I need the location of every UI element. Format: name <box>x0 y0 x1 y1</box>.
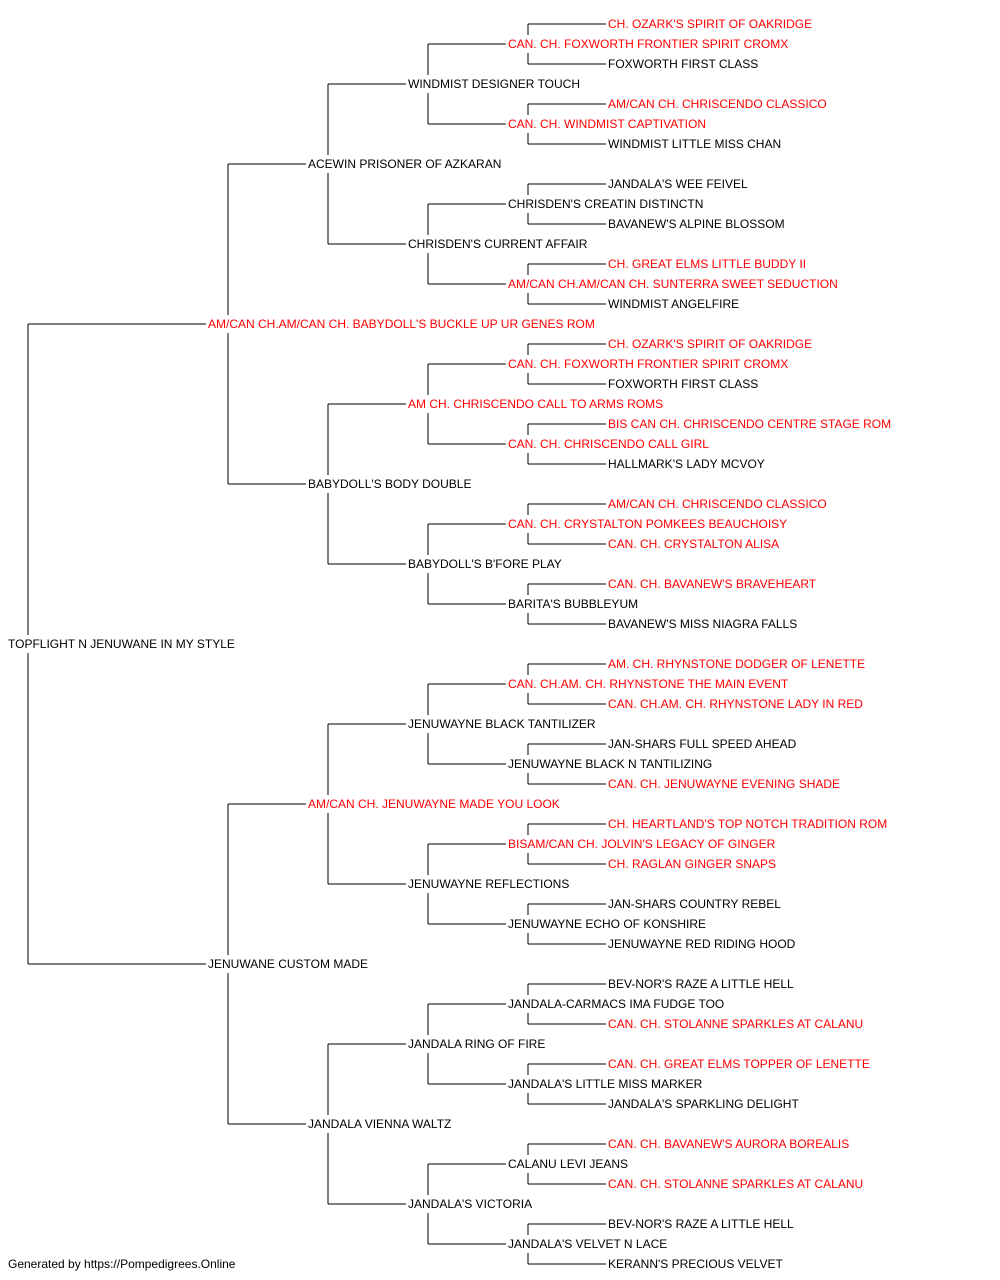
ancestor-name: CH. OZARK'S SPIRIT OF OAKRIDGE <box>608 17 812 31</box>
ancestor-name: CH. HEARTLAND'S TOP NOTCH TRADITION ROM <box>608 817 887 831</box>
ancestor-name: JENUWAYNE ECHO OF KONSHIRE <box>508 917 706 931</box>
ancestor-name: BAVANEW'S MISS NIAGRA FALLS <box>608 617 797 631</box>
ancestor-name: JAN-SHARS FULL SPEED AHEAD <box>608 737 797 751</box>
ancestor-name: BABYDOLL'S B'FORE PLAY <box>408 557 562 571</box>
ancestor-name: JAN-SHARS COUNTRY REBEL <box>608 897 781 911</box>
ancestor-name: FOXWORTH FIRST CLASS <box>608 377 758 391</box>
ancestor-name: BABYDOLL'S BODY DOUBLE <box>308 477 471 491</box>
ancestor-name: JANDALA'S VICTORIA <box>408 1197 532 1211</box>
ancestor-name: JENUWANE CUSTOM MADE <box>208 957 368 971</box>
ancestor-name: CAN. CH. FOXWORTH FRONTIER SPIRIT CROMX <box>508 357 788 371</box>
ancestor-name: CAN. CH. WINDMIST CAPTIVATION <box>508 117 706 131</box>
ancestor-name: CAN. CH. CRYSTALTON ALISA <box>608 537 779 551</box>
ancestor-name: FOXWORTH FIRST CLASS <box>608 57 758 71</box>
ancestor-name: BAVANEW'S ALPINE BLOSSOM <box>608 217 785 231</box>
ancestor-name: CAN. CH.AM. CH. RHYNSTONE THE MAIN EVENT <box>508 677 789 691</box>
footer-credit: Generated by https://Pompedigrees.Online <box>8 1257 236 1271</box>
ancestor-name: AM/CAN CH. CHRISCENDO CLASSICO <box>608 97 827 111</box>
ancestor-name: BISAM/CAN CH. JOLVIN'S LEGACY OF GINGER <box>508 837 776 851</box>
ancestor-name: CAN. CH. BAVANEW'S AURORA BOREALIS <box>608 1137 849 1151</box>
ancestor-name: BEV-NOR'S RAZE A LITTLE HELL <box>608 977 794 991</box>
ancestor-name: CH. OZARK'S SPIRIT OF OAKRIDGE <box>608 337 812 351</box>
ancestor-name: CAN. CH. BAVANEW'S BRAVEHEART <box>608 577 817 591</box>
ancestor-name: CH. RAGLAN GINGER SNAPS <box>608 857 776 871</box>
ancestor-name: AM/CAN CH. JENUWAYNE MADE YOU LOOK <box>308 797 560 811</box>
ancestor-name: CAN. CH.AM. CH. RHYNSTONE LADY IN RED <box>608 697 863 711</box>
ancestor-name: JANDALA'S LITTLE MISS MARKER <box>508 1077 703 1091</box>
ancestor-name: CH. GREAT ELMS LITTLE BUDDY II <box>608 257 806 271</box>
ancestor-name: CHRISDEN'S CURRENT AFFAIR <box>408 237 588 251</box>
ancestor-name: JANDALA-CARMACS IMA FUDGE TOO <box>508 997 724 1011</box>
ancestor-name: CAN. CH. CHRISCENDO CALL GIRL <box>508 437 709 451</box>
ancestor-name: AM/CAN CH. CHRISCENDO CLASSICO <box>608 497 827 511</box>
ancestor-name: CAN. CH. JENUWAYNE EVENING SHADE <box>608 777 840 791</box>
ancestor-name: JENUWAYNE REFLECTIONS <box>408 877 569 891</box>
ancestor-name: CAN. CH. CRYSTALTON POMKEES BEAUCHOISY <box>508 517 787 531</box>
ancestor-name: CHRISDEN'S CREATIN DISTINCTN <box>508 197 703 211</box>
subject-dog-name: TOPFLIGHT N JENUWANE IN MY STYLE <box>8 637 235 651</box>
ancestor-name: ACEWIN PRISONER OF AZKARAN <box>308 157 501 171</box>
ancestor-name: JENUWAYNE BLACK TANTILIZER <box>408 717 596 731</box>
ancestor-name: CAN. CH. STOLANNE SPARKLES AT CALANU <box>608 1017 863 1031</box>
ancestor-name: BARITA'S BUBBLEYUM <box>508 597 638 611</box>
ancestor-name: CAN. CH. STOLANNE SPARKLES AT CALANU <box>608 1177 863 1191</box>
ancestor-name: WINDMIST DESIGNER TOUCH <box>408 77 580 91</box>
ancestor-name: JANDALA'S VELVET N LACE <box>508 1237 667 1251</box>
ancestor-name: AM CH. CHRISCENDO CALL TO ARMS ROMS <box>408 397 663 411</box>
ancestor-name: CAN. CH. GREAT ELMS TOPPER OF LENETTE <box>608 1057 870 1071</box>
ancestor-name: WINDMIST LITTLE MISS CHAN <box>608 137 781 151</box>
ancestor-name: JANDALA VIENNA WALTZ <box>308 1117 451 1131</box>
ancestor-name: BIS CAN CH. CHRISCENDO CENTRE STAGE ROM <box>608 417 891 431</box>
ancestor-name: HALLMARK'S LADY MCVOY <box>608 457 765 471</box>
ancestor-name: CALANU LEVI JEANS <box>508 1157 628 1171</box>
ancestor-name: JANDALA'S WEE FEIVEL <box>608 177 748 191</box>
ancestor-name: JANDALA'S SPARKLING DELIGHT <box>608 1097 799 1111</box>
ancestor-name: JENUWAYNE BLACK N TANTILIZING <box>508 757 712 771</box>
ancestor-name: JENUWAYNE RED RIDING HOOD <box>608 937 796 951</box>
ancestor-name: CAN. CH. FOXWORTH FRONTIER SPIRIT CROMX <box>508 37 788 51</box>
ancestor-name: BEV-NOR'S RAZE A LITTLE HELL <box>608 1217 794 1231</box>
ancestor-name: WINDMIST ANGELFIRE <box>608 297 739 311</box>
ancestor-name: AM/CAN CH.AM/CAN CH. BABYDOLL'S BUCKLE U… <box>208 317 595 331</box>
ancestor-name: KERANN'S PRECIOUS VELVET <box>608 1257 783 1271</box>
ancestor-name: JANDALA RING OF FIRE <box>408 1037 545 1051</box>
ancestor-name: AM/CAN CH.AM/CAN CH. SUNTERRA SWEET SEDU… <box>508 277 838 291</box>
ancestor-name: AM. CH. RHYNSTONE DODGER OF LENETTE <box>608 657 865 671</box>
